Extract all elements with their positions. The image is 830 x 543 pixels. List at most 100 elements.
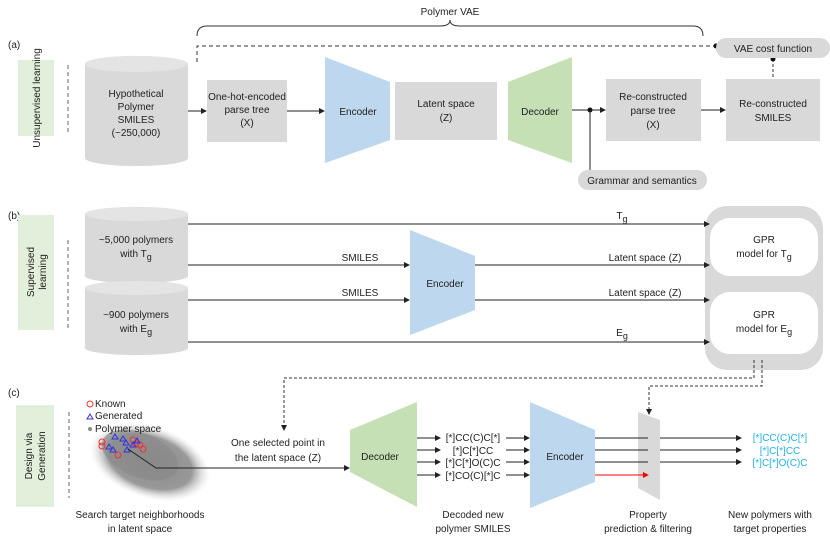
decoded-smiles-list: [*]CC(C)C[*] [*]C[*]CC [*]C[*]O(C)C [*]C…	[446, 433, 501, 482]
latent-box: Latent space (Z)	[395, 82, 497, 140]
decoded-smiles: [*]C[*]O(C)C	[446, 458, 501, 469]
svg-text:with Eg: with Eg	[119, 324, 152, 337]
svg-text:One selected point in: One selected point in	[231, 438, 325, 449]
svg-text:Grammar and semantics: Grammar and semantics	[587, 176, 696, 187]
svg-text:Encoder: Encoder	[426, 279, 464, 290]
svg-text:VAE cost function: VAE cost function	[734, 44, 812, 55]
grammar-pill: Grammar and semantics	[578, 170, 707, 190]
svg-text:parse tree: parse tree	[224, 105, 269, 116]
decoder-a: Decoder	[508, 57, 572, 163]
result-smiles-list: [*]CC(C)C[*] [*]C[*]CC [*]C[*]O(C)C	[753, 433, 808, 469]
eg-label: Eg	[616, 328, 628, 341]
svg-text:learning: learning	[38, 254, 49, 290]
svg-text:Latent space (Z): Latent space (Z)	[609, 288, 682, 299]
captions: Search target neighborhoods in latent sp…	[76, 510, 812, 535]
result-smiles: [*]CC(C)C[*]	[753, 433, 808, 444]
svg-text:Search target neighborhoods: Search target neighborhoods	[76, 510, 205, 521]
svg-text:Latent space: Latent space	[417, 99, 475, 110]
svg-text:Known: Known	[95, 399, 126, 410]
dataset-cylinder: Hypothetical Polymer SMILES (~250,000)	[85, 55, 188, 167]
svg-text:SMILES: SMILES	[755, 113, 792, 124]
scatter-legend: Known Generated Polymer space	[86, 399, 162, 435]
svg-text:Decoder: Decoder	[521, 107, 559, 118]
svg-text:polymer SMILES: polymer SMILES	[435, 524, 510, 535]
side-label-box	[18, 215, 54, 330]
encoder-b: Encoder	[410, 230, 475, 335]
decoded-smiles: [*]CC(C)C[*]	[446, 433, 501, 444]
svg-text:Property: Property	[629, 510, 667, 521]
svg-text:GPR: GPR	[753, 310, 775, 321]
svg-text:(X): (X)	[646, 120, 659, 131]
panel-a-tag: (a)	[8, 40, 20, 51]
side-label: Unsupervised learning	[32, 48, 43, 148]
svg-text:SMILES: SMILES	[342, 253, 379, 264]
svg-text:the latent space (Z): the latent space (Z)	[235, 453, 321, 464]
panel-c-tag: (c)	[8, 388, 20, 399]
decoded-smiles: [*]C[*]CC	[453, 446, 494, 457]
svg-text:parse tree: parse tree	[630, 106, 675, 117]
svg-text:SMILES: SMILES	[118, 115, 155, 126]
svg-text:Encoder: Encoder	[339, 107, 377, 118]
svg-text:New polymers with: New polymers with	[728, 510, 812, 521]
svg-text:Hypothetical: Hypothetical	[108, 89, 163, 100]
svg-text:target properties: target properties	[734, 524, 807, 535]
svg-text:with Tg: with Tg	[119, 249, 152, 262]
svg-text:Decoder: Decoder	[361, 452, 399, 463]
brace	[196, 19, 704, 37]
side-label-box	[18, 60, 54, 136]
vae-cost-pill: VAE cost function	[716, 38, 830, 58]
svg-text:~5,000 polymers: ~5,000 polymers	[99, 235, 173, 246]
cost-feedback-line	[196, 45, 716, 62]
panel-b-tag: (b)	[8, 211, 20, 222]
encoder-c: Encoder	[530, 402, 595, 508]
gpr-to-filter-line	[646, 360, 763, 415]
tg-label: Tg	[616, 211, 627, 224]
svg-text:model for Eg: model for Eg	[736, 324, 792, 337]
panel-c: (c) Design via Generation Known Generate…	[8, 360, 812, 535]
svg-text:Design via: Design via	[24, 432, 35, 479]
svg-text:Latent space (Z): Latent space (Z)	[609, 253, 682, 264]
svg-text:Polymer space: Polymer space	[95, 424, 162, 435]
svg-text:Decoded new: Decoded new	[442, 510, 504, 521]
svg-text:Supervised: Supervised	[26, 247, 37, 297]
dataset-tg-cylinder: ~5,000 polymers with Tg	[85, 206, 188, 284]
panel-a: (a) Unsupervised learning Polymer VAE Hy…	[8, 7, 830, 190]
onehot-box: One-hot-encoded parse tree (X)	[207, 80, 287, 142]
filter-block	[638, 412, 660, 500]
result-smiles: [*]C[*]CC	[760, 446, 801, 457]
svg-text:GPR: GPR	[753, 235, 775, 246]
svg-text:~900 polymers: ~900 polymers	[103, 310, 169, 321]
svg-text:prediction & filtering: prediction & filtering	[604, 524, 692, 535]
gpr-to-latent-line	[281, 360, 755, 431]
decoded-smiles: [*]CO(C)[*]C	[446, 471, 501, 482]
svg-text:(X): (X)	[240, 118, 253, 129]
svg-text:Polymer: Polymer	[118, 102, 155, 113]
recon-tree-box: Re-constructed parse tree (X)	[606, 79, 701, 141]
encoder-output-lines	[595, 435, 742, 478]
generated-points	[105, 433, 141, 453]
svg-text:(Z): (Z)	[440, 113, 453, 124]
encoder-a: Encoder	[325, 57, 390, 163]
result-smiles: [*]C[*]O(C)C	[753, 458, 808, 469]
svg-text:model for Tg: model for Tg	[736, 249, 791, 262]
recon-smiles-box: Re-constructed SMILES	[726, 79, 820, 141]
svg-text:in latent space: in latent space	[108, 524, 173, 535]
svg-text:SMILES: SMILES	[342, 288, 379, 299]
decoder-output-arrows	[417, 435, 530, 478]
dataset-eg-cylinder: ~900 polymers with Eg	[85, 280, 188, 356]
side-label-box	[16, 405, 54, 507]
selection-arrow	[127, 448, 350, 471]
svg-text:Generation: Generation	[37, 431, 48, 480]
brace-label: Polymer VAE	[421, 7, 480, 18]
svg-text:Re-constructed: Re-constructed	[619, 92, 687, 103]
svg-text:(~250,000): (~250,000)	[112, 128, 161, 139]
svg-text:Re-constructed: Re-constructed	[739, 99, 807, 110]
gpr-container: GPR model for Tg GPR model for Eg	[705, 206, 823, 370]
decoder-c: Decoder	[350, 402, 417, 507]
svg-text:Encoder: Encoder	[546, 452, 584, 463]
svg-text:One-hot-encoded: One-hot-encoded	[208, 92, 286, 103]
panel-b: (b) Supervised learning ~5,000 polymers …	[8, 206, 823, 370]
svg-text:Generated: Generated	[95, 411, 142, 422]
